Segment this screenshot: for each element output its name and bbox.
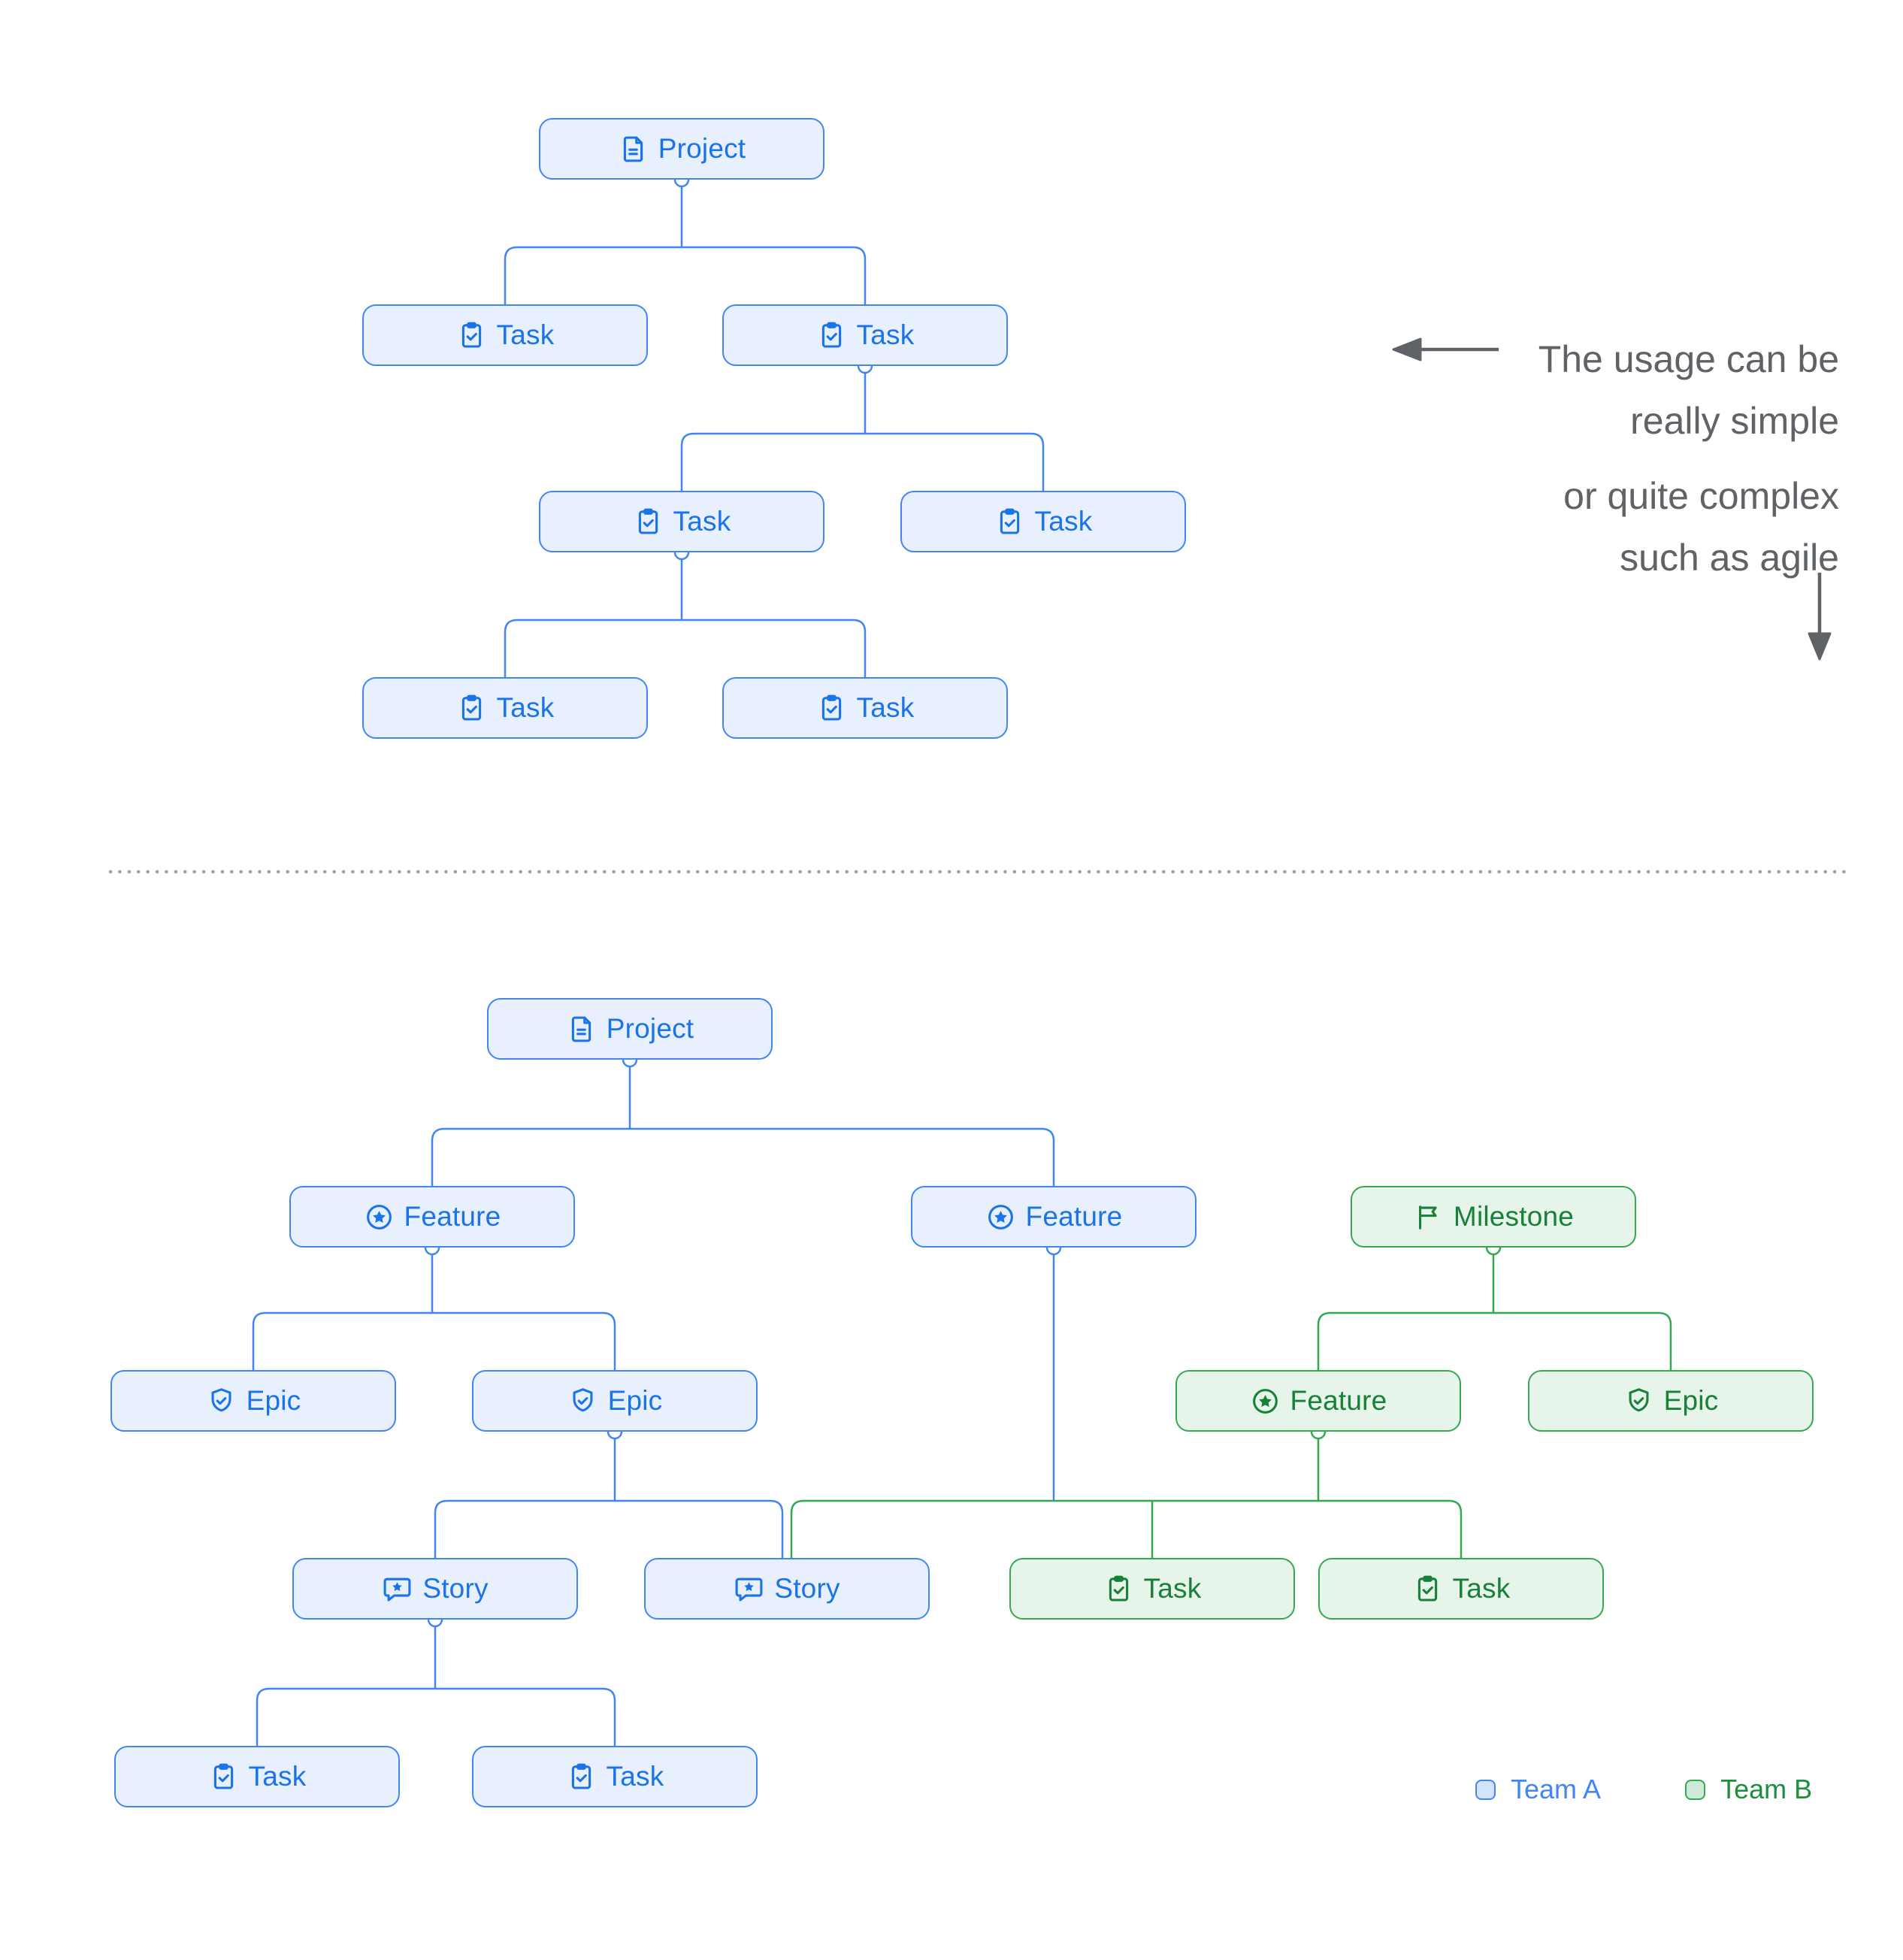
node-label: Task — [606, 1761, 664, 1792]
node-label: Task — [496, 319, 555, 350]
task-icon — [461, 694, 481, 721]
legend: Team A Team B — [1475, 1774, 1812, 1805]
task-icon — [1109, 1575, 1128, 1602]
node-label: Task — [856, 692, 915, 723]
arrow-left-icon — [1392, 337, 1499, 361]
node-label: Task — [1143, 1573, 1202, 1604]
node-task-t6: Task — [722, 677, 1008, 739]
node-label: Project — [658, 133, 746, 164]
feature-icon — [988, 1204, 1013, 1230]
story-icon — [383, 1577, 411, 1602]
flag-icon — [1418, 1205, 1437, 1230]
node-epic-b2: Epic — [472, 1370, 758, 1432]
node-story-2: Story — [644, 1558, 930, 1620]
node-epic-g: Epic — [1528, 1370, 1814, 1432]
node-label: Feature — [404, 1201, 501, 1232]
node-project-t: Project — [539, 118, 824, 180]
task-icon — [213, 1763, 233, 1789]
node-task-b1: Task — [114, 1746, 400, 1807]
node-task-t5: Task — [362, 677, 648, 739]
node-label: Task — [248, 1761, 307, 1792]
node-task-g2: Task — [1318, 1558, 1604, 1620]
epic-icon — [573, 1387, 593, 1411]
node-task-t4: Task — [900, 491, 1186, 552]
node-label: Project — [606, 1013, 694, 1044]
legend-item-team-a: Team A — [1475, 1774, 1601, 1805]
annotation-para-complex: or quite complex such as agile — [1563, 475, 1839, 579]
node-label: Story — [774, 1573, 840, 1604]
node-label: Story — [422, 1573, 489, 1604]
team-a-swatch-icon — [1475, 1779, 1496, 1800]
node-label: Task — [856, 319, 915, 350]
annotation-text: The usage can be really simple or quite … — [1538, 328, 1839, 588]
epic-icon — [1629, 1387, 1649, 1411]
node-label: Task — [1452, 1573, 1511, 1604]
team-b-swatch-icon — [1685, 1779, 1706, 1800]
task-icon — [821, 322, 841, 348]
node-label: Task — [673, 506, 731, 537]
document-icon — [623, 136, 643, 162]
node-label: Epic — [607, 1385, 663, 1416]
node-epic-b1: Epic — [110, 1370, 396, 1432]
node-task-t3: Task — [539, 491, 824, 552]
legend-label-team-b: Team B — [1720, 1774, 1813, 1804]
feature-icon — [366, 1204, 392, 1230]
legend-label-team-a: Team A — [1511, 1774, 1602, 1804]
epic-icon — [211, 1387, 231, 1411]
node-project-b: Project — [487, 998, 773, 1060]
node-task-t2: Task — [722, 304, 1008, 366]
node-feature-g: Feature — [1175, 1370, 1461, 1432]
node-task-t1: Task — [362, 304, 648, 366]
node-label: Epic — [246, 1385, 301, 1416]
task-icon — [461, 322, 481, 348]
legend-item-team-b: Team B — [1685, 1774, 1812, 1805]
story-icon — [735, 1577, 763, 1602]
node-task-b2: Task — [472, 1746, 758, 1807]
annotation-para-simple: The usage can be really simple — [1538, 338, 1839, 442]
node-label: Task — [1034, 506, 1093, 537]
dotted-divider — [108, 870, 1847, 874]
node-label: Task — [496, 692, 555, 723]
node-milestone: Milestone — [1351, 1186, 1636, 1248]
task-icon — [821, 694, 841, 721]
task-icon — [571, 1763, 591, 1789]
node-task-g1: Task — [1009, 1558, 1295, 1620]
feature-icon — [1252, 1388, 1278, 1414]
task-icon — [1000, 508, 1019, 534]
node-label: Feature — [1290, 1385, 1387, 1416]
node-label: Milestone — [1453, 1201, 1575, 1232]
arrow-down-icon — [1808, 573, 1832, 661]
node-feature-b1: Feature — [289, 1186, 575, 1248]
node-label: Feature — [1025, 1201, 1123, 1232]
task-icon — [1417, 1575, 1437, 1602]
node-label: Epic — [1663, 1385, 1719, 1416]
node-feature-b2: Feature — [911, 1186, 1197, 1248]
document-icon — [571, 1016, 591, 1042]
node-story-1: Story — [292, 1558, 578, 1620]
task-icon — [638, 508, 658, 534]
